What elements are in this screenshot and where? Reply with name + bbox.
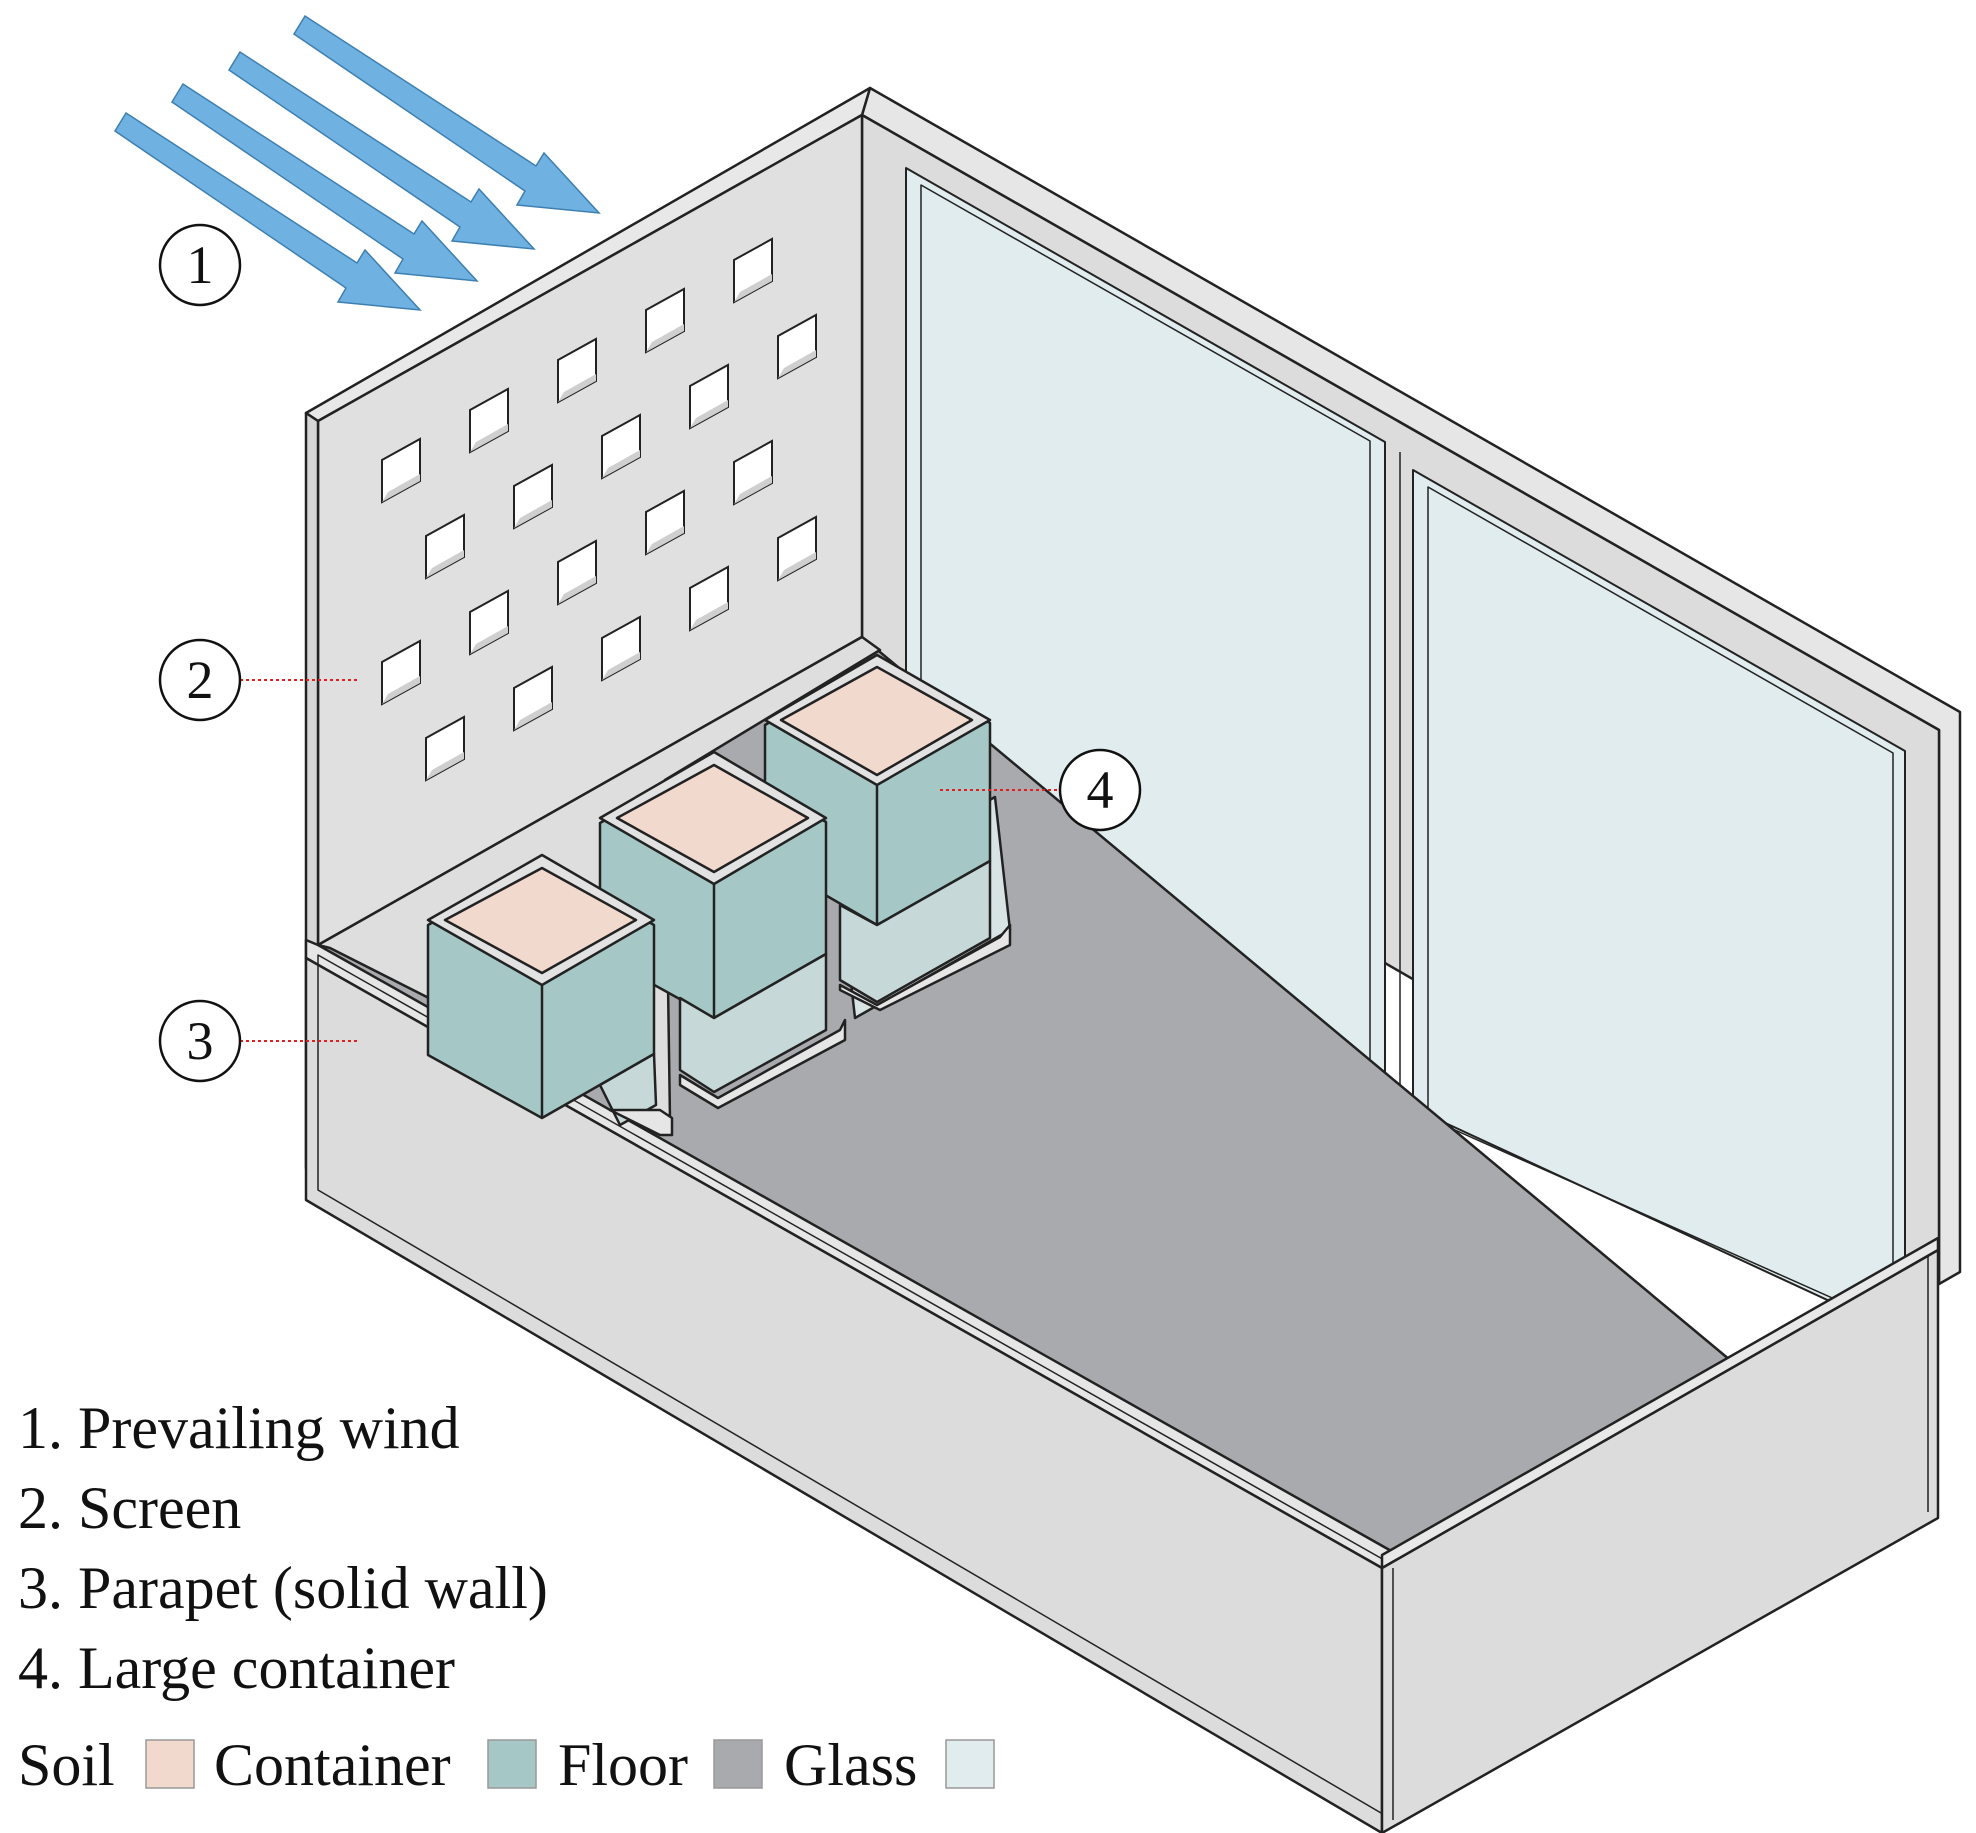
parapet-side-top [1380,1236,1940,1570]
large-container [426,853,674,1137]
legend-item-3: 3. Parapet (solid wall) [18,1555,548,1621]
callout-marker-2: 2 [158,638,242,722]
wind-arrows [113,14,601,311]
large-container [598,750,847,1110]
screen-opening-depth [602,652,640,680]
material-legend: Soil Container Floor Glass [18,1732,995,1798]
screen-opening-depth [558,576,596,604]
callout-marker-4: 4 [1058,748,1142,832]
screen-opening-depth [470,424,508,452]
screen-opening-depth [690,602,728,630]
parapet-front [304,956,1384,1833]
callout-marker-1: 1 [158,223,242,307]
callout-markers: 1 2 3 4 [158,223,1142,1083]
legend-list: 1. Prevailing wind 2. Screen 3. Parapet … [18,1395,548,1701]
callout-number-3: 3 [187,1011,214,1071]
material-label-glass: Glass [784,1732,917,1798]
material-swatch-container [487,1739,537,1789]
callout-number-1: 1 [187,235,214,295]
screen-opening-depth [734,274,772,302]
screen-opening-depth [426,550,464,578]
screen-opening-depth [646,526,684,554]
screen-opening-depth [646,324,684,352]
screen-opening-depth [470,626,508,654]
legend-item-1: 1. Prevailing wind [18,1395,460,1461]
wind-arrow [170,82,479,282]
screen-opening-depth [382,474,420,502]
screen-openings [381,237,817,782]
wind-arrow [227,50,536,250]
wind-arrow [113,111,422,311]
screen-opening-depth [778,552,816,580]
callout-number-4: 4 [1087,760,1114,820]
screen-opening-depth [514,500,552,528]
soil [443,866,638,975]
callout-marker-3: 3 [158,999,242,1083]
screen-opening-depth [558,374,596,402]
callout-number-2: 2 [187,650,214,710]
containers [426,653,1012,1137]
screen-opening-depth [382,676,420,704]
screen-opening-depth [514,702,552,730]
leader-lines [240,679,1060,1042]
material-swatch-floor [713,1739,763,1789]
soil [779,665,974,777]
material-label-container: Container [214,1732,451,1798]
screen-opening-depth [690,400,728,428]
soil [615,763,810,874]
large-container [763,653,1012,1020]
screen-opening-depth [778,350,816,378]
screen-opening-depth [602,450,640,478]
screen-opening-depth [426,752,464,780]
wind-arrow [292,14,601,214]
material-swatch-soil [145,1739,195,1789]
material-label-soil: Soil [18,1732,115,1798]
screen-opening-depth [734,476,772,504]
material-label-floor: Floor [558,1732,688,1798]
legend-item-4: 4. Large container [18,1635,455,1701]
legend-item-2: 2. Screen [18,1475,241,1541]
material-swatch-glass [945,1739,995,1789]
